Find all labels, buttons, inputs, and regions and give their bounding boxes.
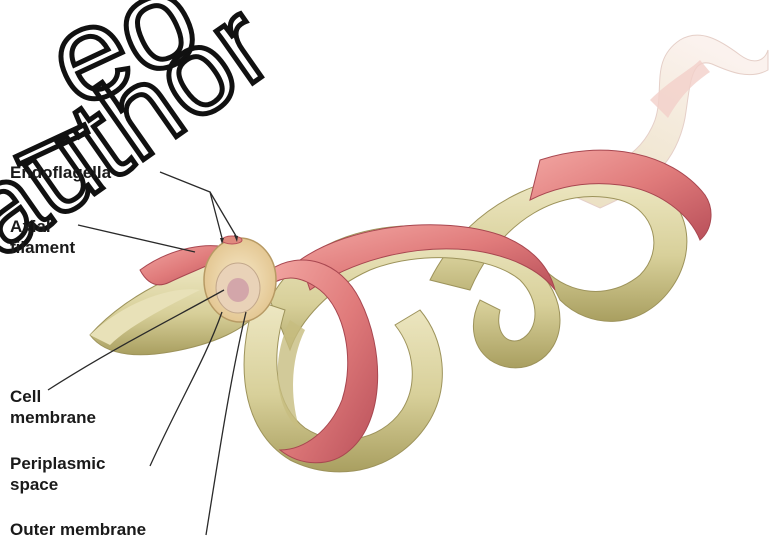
label-outer-membrane: Outer membrane — [10, 520, 146, 540]
label-endoflagella: Endoflagella — [10, 163, 111, 183]
label-cell-membrane-2: membrane — [10, 408, 96, 428]
cross-section-cytoplasm — [227, 278, 249, 302]
label-axial-filament-1: Axial — [10, 217, 51, 237]
label-periplasmic-space-1: Periplasmic — [10, 454, 105, 474]
label-axial-filament-2: filament — [10, 238, 75, 258]
axial-filament-bundle — [222, 236, 242, 244]
label-periplasmic-space-2: space — [10, 475, 58, 495]
label-cell-membrane-1: Cell — [10, 387, 41, 407]
